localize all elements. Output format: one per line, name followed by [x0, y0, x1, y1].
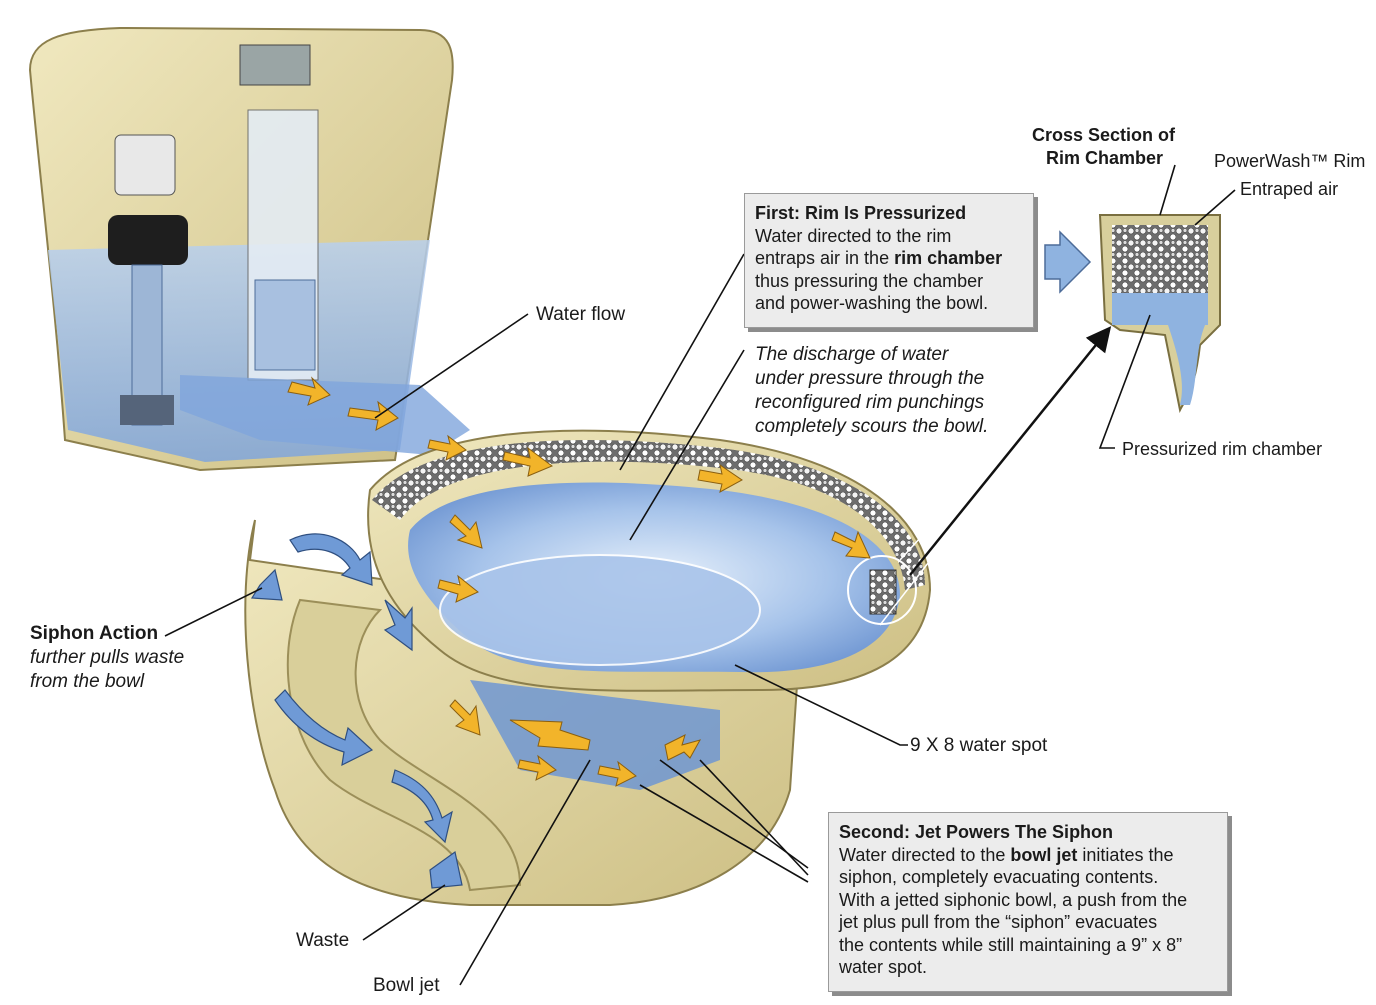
flow-arrows — [287, 376, 871, 787]
label-siphon-line1: further pulls waste — [30, 647, 185, 668]
label-discharge-line4: completely scours the bowl. — [755, 416, 989, 437]
label-cross-section-line1: Cross Section of — [1032, 125, 1176, 145]
callout-second-line2: siphon, completely evacuating contents. — [839, 867, 1159, 887]
callout-first-line3: thus pressuring the chamber — [755, 270, 984, 291]
label-discharge-line1: The discharge of water — [755, 344, 949, 365]
leader-lines — [164, 164, 1236, 986]
trapway-interior — [286, 598, 522, 892]
callout-first-title: First: Rim Is Pressurized — [755, 203, 967, 223]
water-channel — [180, 375, 470, 455]
callout-first-line1: Water directed to the rim — [755, 225, 952, 246]
callout-first-line2-bold: rim chamber — [894, 248, 1003, 268]
label-siphon-title: Siphon Action — [30, 623, 159, 644]
zoom-arrow — [909, 326, 1112, 576]
zoom-line-a — [899, 329, 1111, 561]
callout-first-line4: and power-washing the bowl. — [755, 293, 989, 313]
section-pointer-arrow — [1044, 230, 1092, 294]
callout-second-line1-end: initiates the — [1077, 844, 1174, 865]
callout-second-line4: jet plus pull from the “siphon” evacuate… — [839, 912, 1158, 932]
water-spot — [439, 554, 761, 666]
callout-jet-powers-siphon: Second: Jet Powers The Siphon Water dire… — [828, 812, 1228, 992]
flush-valve — [239, 44, 319, 381]
magnifier-ring — [847, 555, 917, 625]
callout-second-line3: With a jetted siphonic bowl, a push from… — [839, 889, 1188, 910]
rim-section-marker — [869, 569, 897, 615]
callout-second-title: Second: Jet Powers The Siphon — [839, 822, 1114, 842]
rim-cross-section — [1098, 214, 1221, 414]
rim-chamber-band — [372, 439, 925, 590]
label-entraped-air: Entraped air — [1240, 179, 1339, 199]
label-water-spot: 9 X 8 water spot — [910, 735, 1048, 756]
label-pressurized-rim-chamber: Pressurized rim chamber — [1122, 439, 1323, 459]
label-siphon-line2: from the bowl — [30, 671, 145, 692]
zoom-line-b — [879, 334, 1106, 626]
label-bowl-jet: Bowl jet — [373, 975, 440, 996]
label-waste: Waste — [296, 930, 350, 951]
callout-second-line6: water spot. — [839, 957, 928, 977]
callout-first-line2: entraps air in the rim chamber — [755, 247, 1023, 270]
label-cross-section-line2: Rim Chamber — [1046, 148, 1164, 168]
fill-valve — [108, 134, 188, 426]
label-water-flow: Water flow — [536, 304, 626, 325]
callout-second-line1-text: Water directed to the — [839, 844, 1011, 865]
callout-rim-pressurized: First: Rim Is Pressurized Water directed… — [744, 193, 1034, 328]
callout-second-line1-bold: bowl jet — [1010, 844, 1078, 865]
label-powerwash-rim: PowerWash™ Rim — [1214, 151, 1366, 171]
callout-second-line5: the contents while still maintaining a 9… — [839, 934, 1183, 955]
label-discharge-line2: under pressure through the — [755, 368, 985, 389]
callout-second-line1: Water directed to the bowl jet initiates… — [839, 844, 1217, 867]
siphon-arrows — [250, 533, 463, 889]
callout-first-line2-text: entraps air in the — [755, 248, 895, 268]
label-discharge-line3: reconfigured rim punchings — [755, 392, 985, 413]
